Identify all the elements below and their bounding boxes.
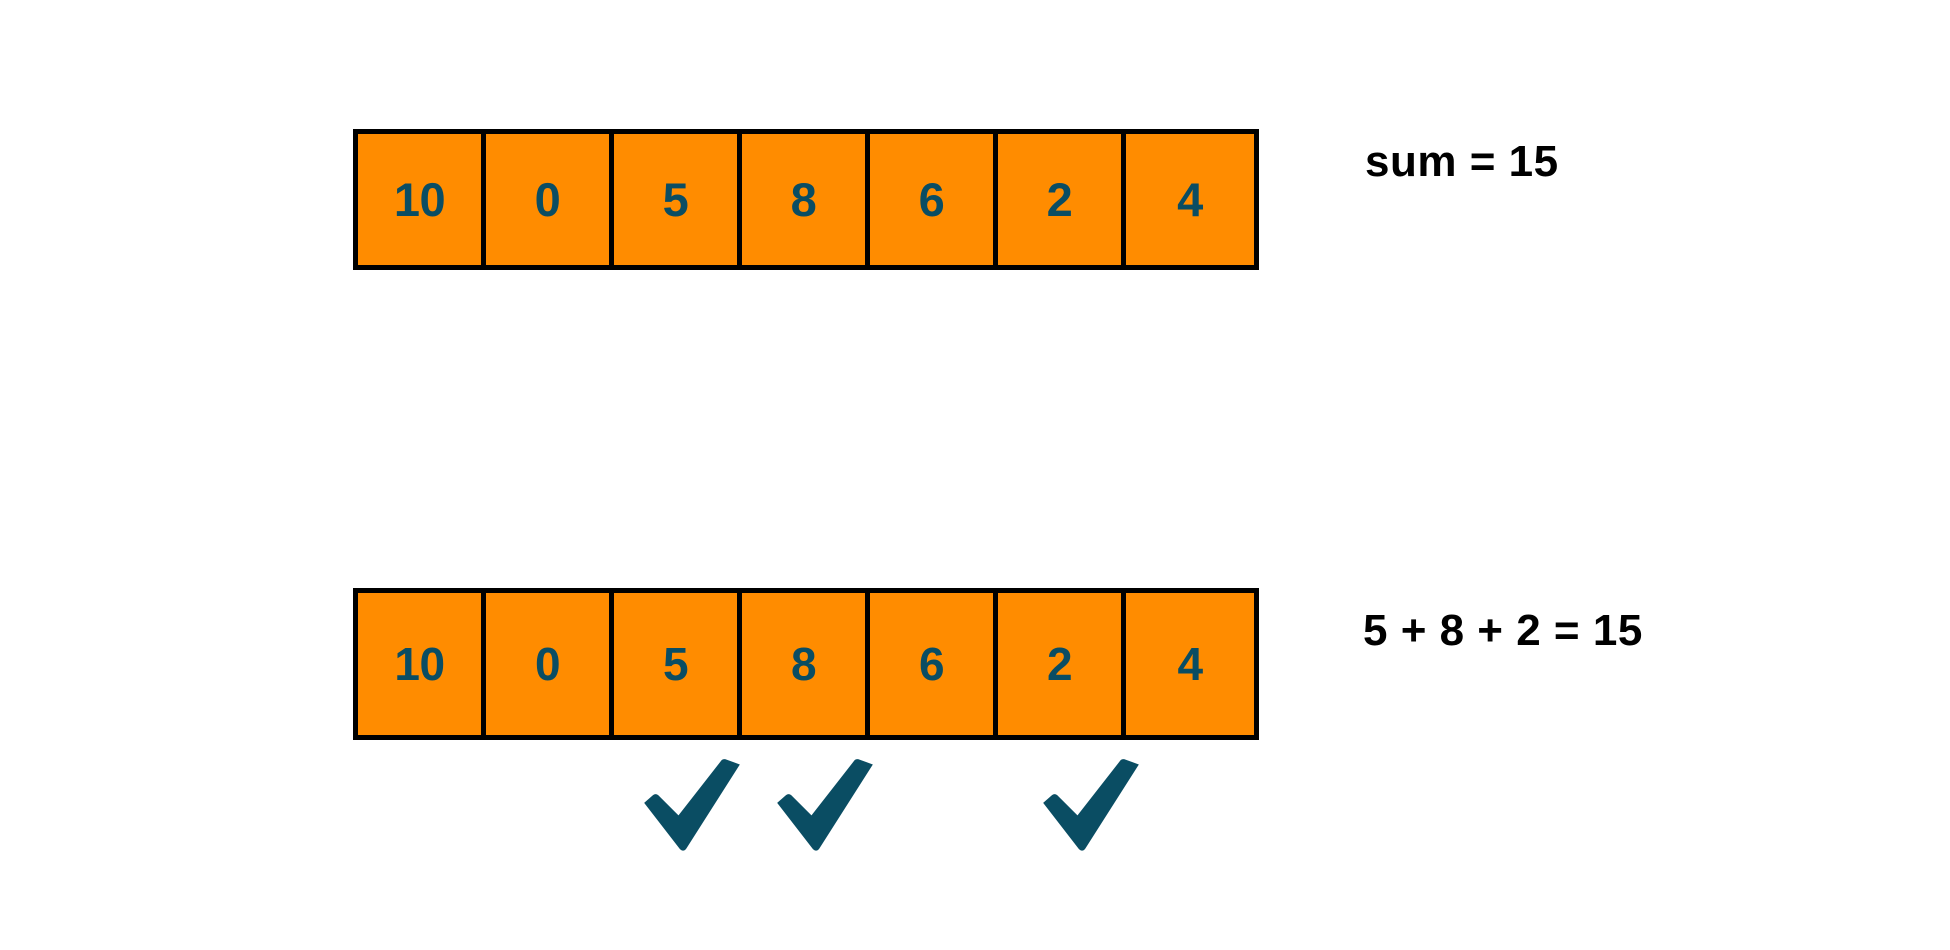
array-cell-value: 5	[662, 638, 689, 690]
array-cell[interactable]: 2	[998, 134, 1126, 265]
check-icon	[640, 757, 744, 853]
array-cell[interactable]: 8	[742, 134, 870, 265]
array-cell-value: 2	[1046, 638, 1073, 690]
sum-label-top: sum = 15	[1365, 137, 1559, 186]
array-cell-value: 6	[918, 173, 945, 226]
array-cell[interactable]: 10	[358, 134, 486, 265]
array-cell[interactable]: 5	[614, 134, 742, 265]
array-cell[interactable]: 4	[1126, 134, 1254, 265]
array-cell[interactable]: 8	[742, 593, 870, 735]
array-cell[interactable]: 4	[1126, 593, 1254, 735]
array-cell-value: 0	[534, 638, 561, 690]
array-cell-value: 2	[1046, 173, 1073, 226]
array-cell-value: 8	[790, 173, 817, 226]
array-cell[interactable]: 10	[358, 593, 486, 735]
array-cell[interactable]: 6	[870, 134, 998, 265]
array-cell-value: 6	[918, 638, 945, 690]
array-cell-value: 8	[790, 638, 817, 690]
sum-label-bottom: 5 + 8 + 2 = 15	[1363, 606, 1643, 655]
array-cell-value: 10	[394, 638, 445, 690]
array-cell-value: 4	[1177, 638, 1203, 690]
array-cell[interactable]: 5	[614, 593, 742, 735]
array-cell[interactable]: 0	[486, 593, 614, 735]
array-cell-value: 4	[1177, 173, 1203, 226]
check-icon	[1039, 757, 1143, 853]
array-row-highlighted: 10 0 5 8 6 2 4	[353, 588, 1259, 740]
array-cell-value: 5	[662, 173, 689, 226]
check-icon	[773, 757, 877, 853]
array-cell-value: 10	[393, 173, 446, 226]
array-cell[interactable]: 6	[870, 593, 998, 735]
array-cell-value: 0	[534, 173, 561, 226]
array-cell[interactable]: 2	[998, 593, 1126, 735]
array-row-original: 10 0 5 8 6 2 4	[353, 129, 1259, 270]
array-cell[interactable]: 0	[486, 134, 614, 265]
